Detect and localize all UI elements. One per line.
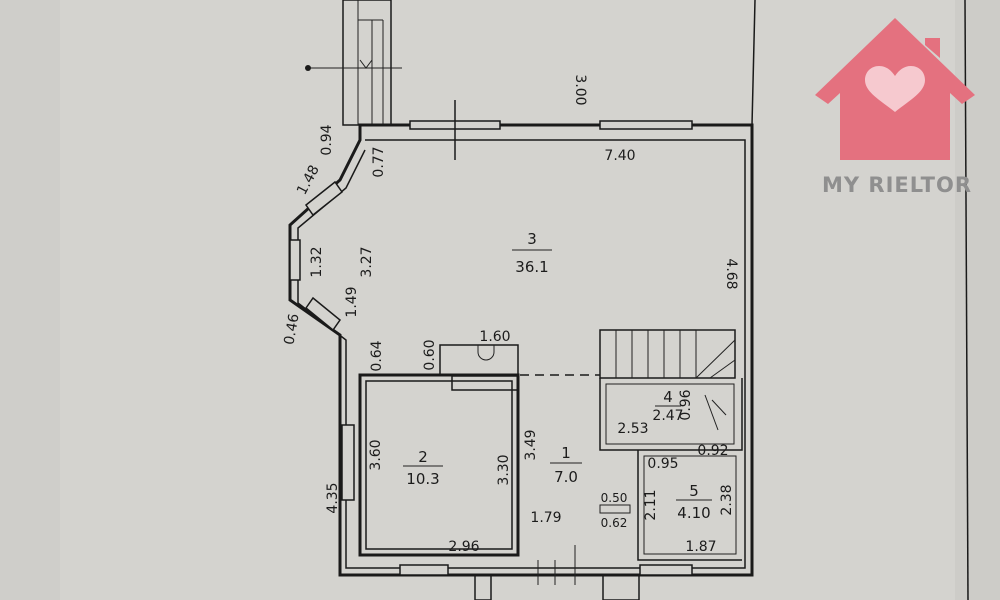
dim-room4-width: 2.53 bbox=[617, 421, 648, 437]
room2-area: 10.3 bbox=[406, 470, 439, 488]
room3-number: 3 bbox=[527, 230, 537, 248]
staircase bbox=[599, 329, 736, 379]
dim-room2-right: 3.30 bbox=[496, 454, 512, 485]
room4-stair-mark-1 bbox=[704, 394, 719, 431]
stair-winder-1 bbox=[695, 339, 736, 379]
dim-bay-upper-wall: 0.94 bbox=[319, 124, 335, 155]
room4-number: 4 bbox=[663, 388, 673, 406]
room4-area: 2.47 bbox=[652, 408, 683, 424]
dim-room5-corner: 0.92 bbox=[697, 443, 728, 459]
outer-walls bbox=[288, 123, 754, 577]
stair-winder-2 bbox=[709, 359, 736, 379]
niche-fixture bbox=[477, 345, 495, 361]
dim-room1-width: 1.79 bbox=[530, 510, 561, 526]
dim-duct-bottom: 0.62 bbox=[601, 516, 628, 530]
room-labels: 3 36.1 2 10.3 1 7.0 4 2.47 5 4.10 bbox=[403, 230, 712, 522]
room5-inner-line bbox=[643, 455, 737, 555]
room5-area: 4.10 bbox=[677, 504, 710, 522]
dim-room1-height: 3.49 bbox=[523, 429, 539, 460]
dim-right-height: 4.68 bbox=[723, 258, 739, 289]
dim-room4-height: 0.96 bbox=[678, 389, 694, 420]
dim-room5-top: 0.95 bbox=[647, 456, 678, 472]
dim-niche-depth: 0.60 bbox=[422, 339, 438, 370]
room1-area: 7.0 bbox=[554, 468, 578, 486]
dimension-labels: 3.00 7.40 1.48 0.94 0.77 1.32 3.27 1.49 … bbox=[281, 74, 739, 555]
dim-bay-front: 1.32 bbox=[309, 246, 325, 277]
dim-room5-bottom: 1.87 bbox=[685, 539, 716, 555]
room2-inner-line bbox=[365, 380, 513, 550]
dim-top-width: 7.40 bbox=[604, 148, 635, 164]
logo-text: MY RIELTOR bbox=[822, 173, 972, 197]
dim-outer-left: 4.35 bbox=[325, 482, 341, 513]
top-window-right bbox=[599, 120, 693, 130]
niche-box bbox=[439, 344, 519, 375]
logo: MY RIELTOR bbox=[815, 18, 975, 197]
dim-room2-left: 3.60 bbox=[368, 439, 384, 470]
upper-room-right-line bbox=[751, 0, 756, 126]
dim-room2-width: 2.96 bbox=[448, 539, 479, 555]
arrow-head bbox=[359, 59, 373, 69]
room5-number: 5 bbox=[689, 482, 699, 500]
dim-bay-diag-lower: 1.49 bbox=[344, 286, 360, 317]
dim-room3-height: 3.27 bbox=[359, 246, 375, 277]
logo-heart-icon bbox=[865, 66, 925, 112]
room2-left-window bbox=[341, 424, 355, 501]
bay-window-lower bbox=[304, 296, 342, 332]
bay-window-front bbox=[289, 239, 301, 281]
room5-walls bbox=[637, 450, 742, 561]
room4-inner-line bbox=[605, 383, 735, 445]
dim-niche-width: 1.60 bbox=[479, 329, 510, 345]
room4-stair-mark-2 bbox=[711, 399, 727, 416]
duct bbox=[599, 504, 631, 514]
room2-number: 2 bbox=[418, 448, 428, 466]
stair-flight bbox=[599, 329, 736, 379]
bottom-porch-right bbox=[602, 574, 640, 600]
arrow-dot bbox=[305, 65, 311, 71]
bay-window-upper bbox=[304, 180, 344, 217]
room2-walls bbox=[358, 373, 520, 557]
room4-walls bbox=[599, 378, 743, 451]
dim-room5-right: 2.38 bbox=[719, 484, 735, 515]
bottom-porch-left bbox=[474, 574, 492, 600]
dim-top-height: 3.00 bbox=[572, 74, 588, 105]
room2-door-gap bbox=[451, 375, 519, 391]
dim-bay-lower-gap: 0.64 bbox=[369, 340, 385, 371]
dim-room5-left: 2.11 bbox=[643, 489, 659, 520]
paper-shadow-left bbox=[0, 0, 60, 600]
bottom-window-left bbox=[399, 564, 449, 576]
room3-area: 36.1 bbox=[515, 258, 548, 276]
dim-bay-lower-wall: 0.46 bbox=[281, 312, 302, 346]
bottom-window-right bbox=[639, 564, 693, 576]
dim-bay-upper-gap: 0.77 bbox=[371, 146, 387, 177]
dim-duct-top: 0.50 bbox=[601, 491, 628, 505]
room1-number: 1 bbox=[561, 444, 571, 462]
